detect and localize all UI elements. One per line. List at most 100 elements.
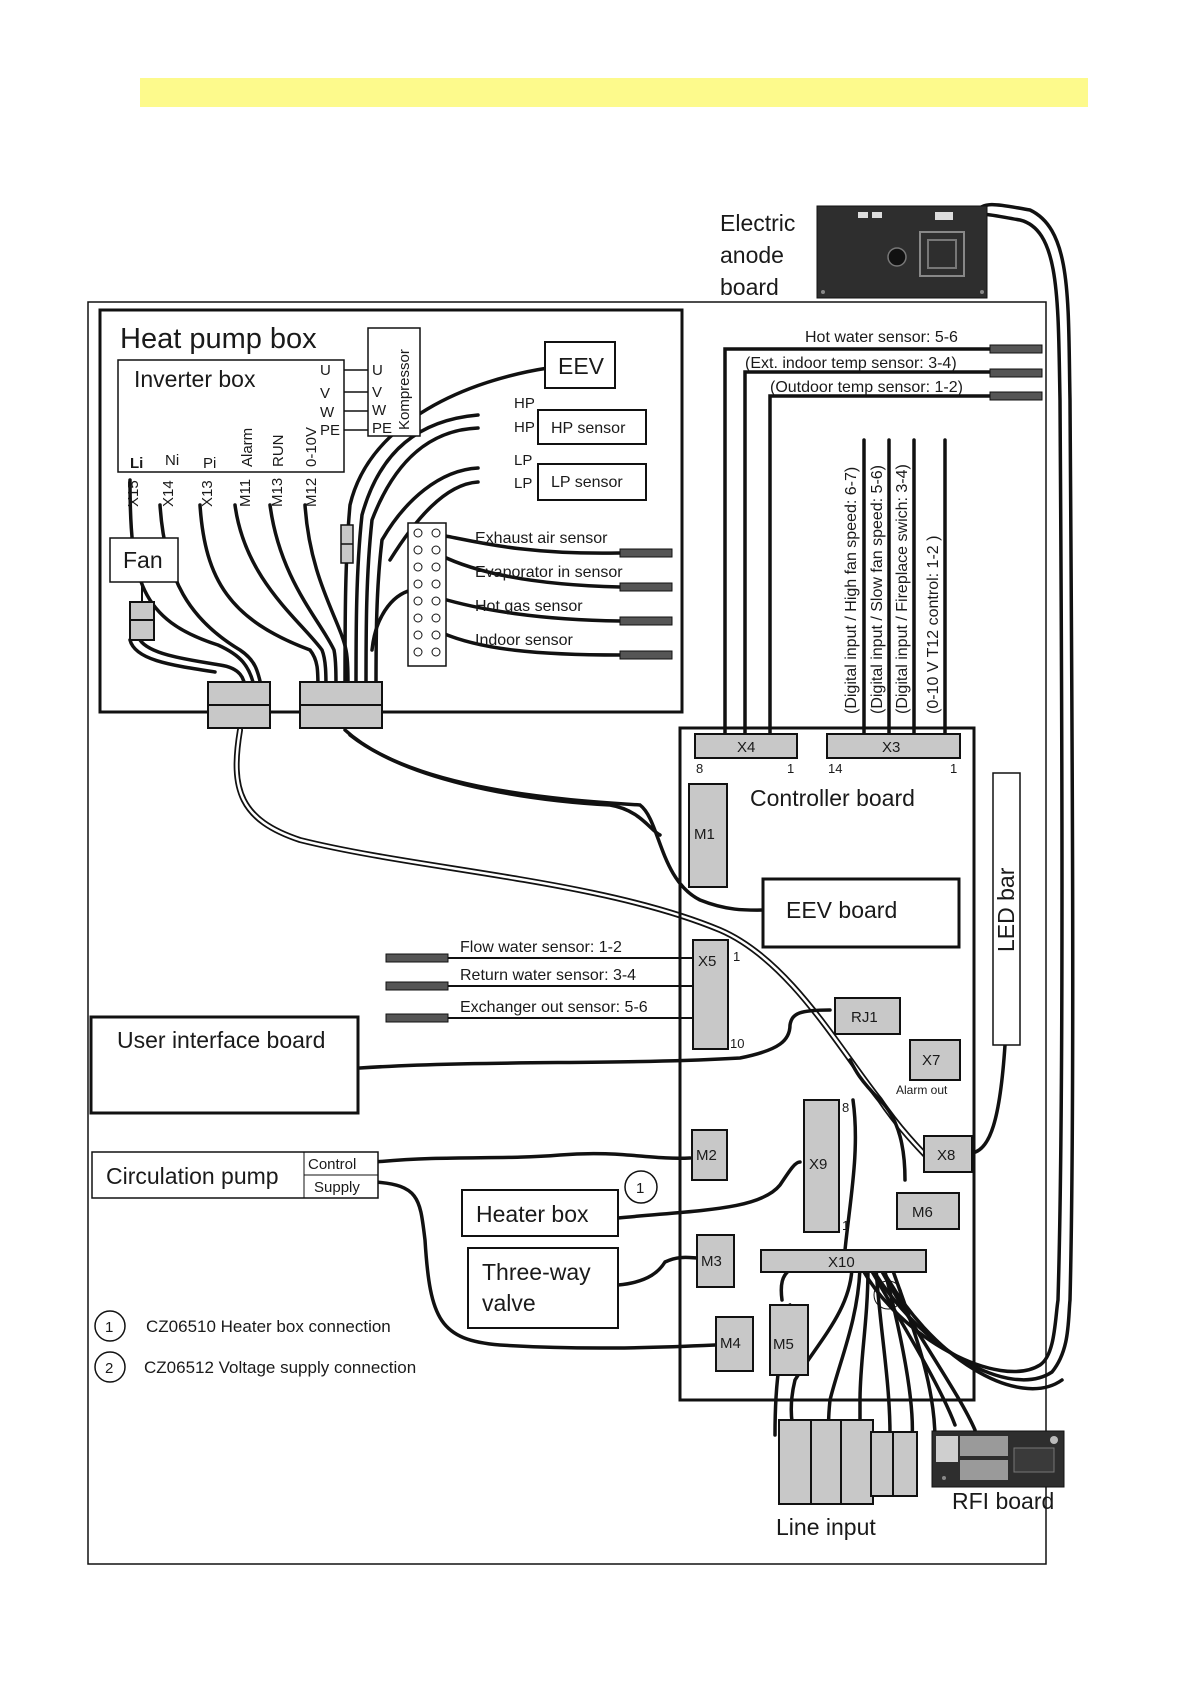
alarm-out-label: Alarm out [896, 1083, 948, 1097]
electric-anode-board-label-line3: board [720, 274, 779, 300]
exchanger-out-sensor-label: Exchanger out sensor: 5-6 [460, 999, 648, 1016]
x8-label: X8 [937, 1147, 955, 1164]
lp-sensor-label: LP sensor [551, 474, 623, 491]
m2-label: M2 [696, 1147, 717, 1164]
x9-pin-bottom: 1 [842, 1218, 849, 1233]
eev-board [761, 877, 961, 949]
x7-connector [909, 1039, 961, 1081]
compressor-box [367, 327, 421, 437]
wire-label-x13: X13 [199, 480, 216, 507]
x3-input-fireplace-switch: (Digital input / Fireplace swich: 3-4) [894, 464, 911, 714]
m2-connector [691, 1129, 728, 1181]
wire-label-x14: X14 [160, 480, 177, 507]
three-way-valve-label-line2: valve [482, 1290, 536, 1316]
three-way-valve [467, 1247, 619, 1329]
compressor-leads [344, 369, 370, 431]
m6-connector [896, 1192, 960, 1230]
inverter-terminal-run: RUN [270, 435, 287, 468]
m3-label: M3 [701, 1253, 722, 1270]
terminal-block-holes [413, 528, 441, 657]
rfi-board-label: RFI board [952, 1488, 1054, 1514]
eev-board-label: EEV board [786, 897, 897, 923]
inverter-terminal-ni: Ni [165, 452, 179, 469]
x3-pin-left: 14 [828, 761, 842, 776]
led-bar-label: LED bar [993, 867, 1019, 952]
heater-box [461, 1189, 619, 1237]
heater-box-note-marker [624, 1170, 658, 1204]
wire-label-m12: M12 [303, 478, 320, 507]
rj1-label: RJ1 [851, 1009, 878, 1026]
note-2-number: 2 [105, 1360, 113, 1377]
x8-connector [923, 1135, 973, 1173]
m4-connector [715, 1316, 754, 1372]
note-marker-2 [873, 1280, 903, 1310]
x10-label: X10 [828, 1254, 855, 1271]
outdoor-temp-sensor-label: (Outdoor temp sensor: 1-2) [770, 379, 963, 396]
hp-tag-lower: HP [514, 419, 535, 436]
controller-board [678, 726, 976, 1402]
x3-label: X3 [882, 739, 900, 756]
eev-label: EEV [558, 353, 605, 379]
m3-connector [696, 1234, 735, 1288]
inverter-phase-u: U [320, 362, 331, 379]
three-way-valve-label-line1: Three-way [482, 1259, 591, 1285]
electric-anode-board-label-line2: anode [720, 242, 784, 268]
x5-connector [692, 939, 729, 1050]
note-2-marker [94, 1351, 126, 1383]
inverter-phase-v: V [320, 385, 330, 402]
return-water-sensor-label: Return water sensor: 3-4 [460, 967, 636, 984]
x3-connector [826, 733, 961, 759]
user-interface-board-label: User interface board [117, 1027, 325, 1053]
electric-anode-board-label-line1: Electric [720, 210, 795, 236]
sensor-terminal-block [407, 522, 447, 667]
x4-pin-right: 1 [787, 761, 794, 776]
water-sensor-leads [448, 957, 693, 1019]
wire-label-m13: M13 [269, 478, 286, 507]
heater-box-note-marker-number: 1 [636, 1180, 644, 1197]
compressor-terminal-u: U [372, 362, 383, 379]
rfi-board [931, 1430, 1065, 1488]
inverter-phase-w: W [320, 404, 335, 421]
inverter-box-title: Inverter box [134, 366, 256, 392]
line-input-terminals [778, 1419, 918, 1505]
lp-sensor-box [537, 463, 647, 501]
inverter-box [117, 359, 345, 473]
inverter-terminal-0-10v: 0-10V [303, 427, 320, 467]
x4-label: X4 [737, 739, 755, 756]
compressor-terminal-pe: PE [372, 420, 392, 437]
compressor-terminal-w: W [372, 402, 387, 419]
sensor-label-indoor: Indoor sensor [475, 632, 574, 649]
x3-input-slow-fan-speed: (Digital input / Slow fan speed: 5-6) [869, 465, 886, 714]
heat-pump-box [98, 308, 684, 714]
fan-label: Fan [123, 547, 163, 573]
hp-sensor-label: HP sensor [551, 420, 626, 437]
m1-label: M1 [694, 826, 715, 843]
m6-label: M6 [912, 1204, 933, 1221]
lp-tag-upper: LP [514, 452, 532, 469]
x5-pin-top: 1 [733, 949, 740, 964]
sensor-probes [619, 548, 673, 660]
x4-pin-left: 8 [696, 761, 703, 776]
lp-tag-lower: LP [514, 475, 532, 492]
flow-water-sensor-label: Flow water sensor: 1-2 [460, 939, 622, 956]
compressor-terminal-v: V [372, 384, 382, 401]
hot-water-sensor-label: Hot water sensor: 5-6 [805, 329, 958, 346]
electric-anode-board [816, 205, 988, 299]
rj1-connector [834, 997, 901, 1035]
circulation-pump-supply-label: Supply [314, 1179, 360, 1196]
x3-input-0-10v-t12: (0-10 V T12 control: 1-2 ) [925, 536, 942, 714]
m4-label: M4 [720, 1335, 741, 1352]
x3-input-high-fan-speed: (Digital input / High fan speed: 6-7) [843, 467, 860, 714]
fan-box [109, 537, 179, 583]
note-1-number: 1 [105, 1319, 113, 1336]
note-1-marker [94, 1310, 126, 1342]
circulation-pump-label: Circulation pump [106, 1163, 279, 1189]
m5-connector [769, 1304, 809, 1376]
m1-connector [688, 783, 728, 888]
compressor-label: Kompressor [396, 349, 413, 430]
x3-pin-right: 1 [950, 761, 957, 776]
x10-connector [760, 1249, 927, 1273]
inverter-terminal-pi: Pi [203, 455, 216, 472]
water-sensor-probes [385, 953, 449, 1023]
